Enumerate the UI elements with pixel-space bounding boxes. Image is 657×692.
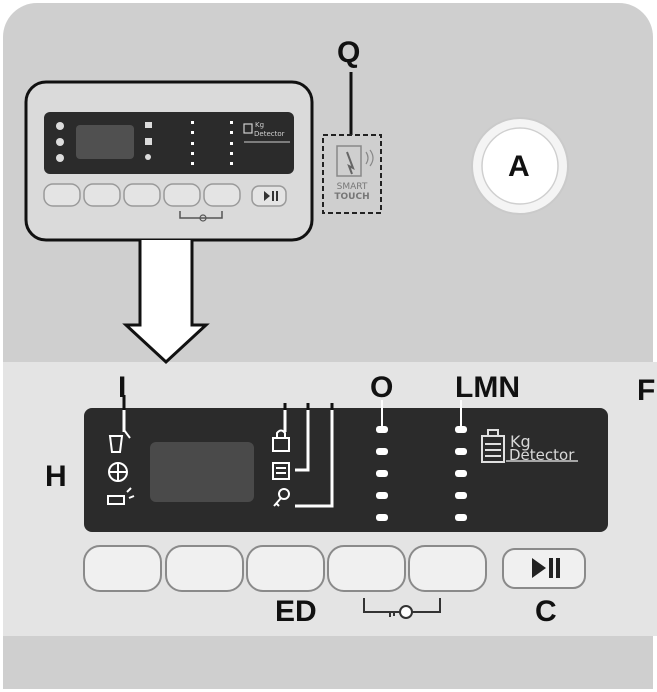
button-4 — [327, 545, 406, 592]
a-button-inner — [481, 127, 559, 205]
button-1 — [83, 545, 162, 592]
lock-icon — [272, 437, 290, 452]
lcd-window — [150, 442, 254, 502]
mini-kg-icon — [243, 123, 253, 134]
mini-center-icons — [145, 122, 152, 160]
smart-touch-box — [322, 134, 382, 214]
label-h: H — [45, 460, 67, 493]
smart-touch-label-1: SMART — [336, 182, 368, 192]
label-q: Q — [337, 36, 361, 69]
label-a[interactable]: A — [508, 150, 530, 183]
label-lmn: LMN — [455, 371, 520, 404]
label-o: O — [370, 371, 394, 404]
detergent-icon — [108, 435, 124, 453]
kg-label: Kg — [510, 432, 531, 451]
mini-left-icons — [56, 122, 64, 162]
label-f: F — [637, 374, 656, 407]
button-3 — [246, 545, 325, 592]
mini-kg-label: Kg — [255, 121, 265, 129]
child-lock-icon — [272, 462, 290, 480]
mini-led-columns — [191, 121, 233, 165]
smart-touch-phone-icon — [336, 145, 362, 177]
led-column-lmn — [455, 426, 467, 521]
label-i: I — [118, 371, 127, 404]
smart-touch-label-2: TOUCH — [334, 192, 370, 202]
left-icon-group — [107, 429, 135, 505]
key-icon-small — [386, 605, 413, 619]
button-5 — [408, 545, 487, 592]
mini-detector-label: Detector — [254, 130, 285, 138]
label-ed: ED — [275, 595, 317, 628]
kg-detector-icon — [481, 429, 505, 463]
label-c: C — [535, 595, 557, 628]
zoom-arrow — [122, 240, 210, 365]
main-buttons — [83, 545, 586, 592]
button-2 — [165, 545, 244, 592]
center-icon-group — [272, 429, 290, 507]
led-column-o — [376, 426, 388, 521]
steam-icon — [107, 495, 125, 505]
play-pause-icon — [532, 558, 546, 578]
mini-lcd-window — [76, 125, 134, 159]
mini-buttons — [43, 183, 287, 207]
key-icon — [278, 488, 290, 500]
detector-label: Detector — [509, 446, 575, 464]
